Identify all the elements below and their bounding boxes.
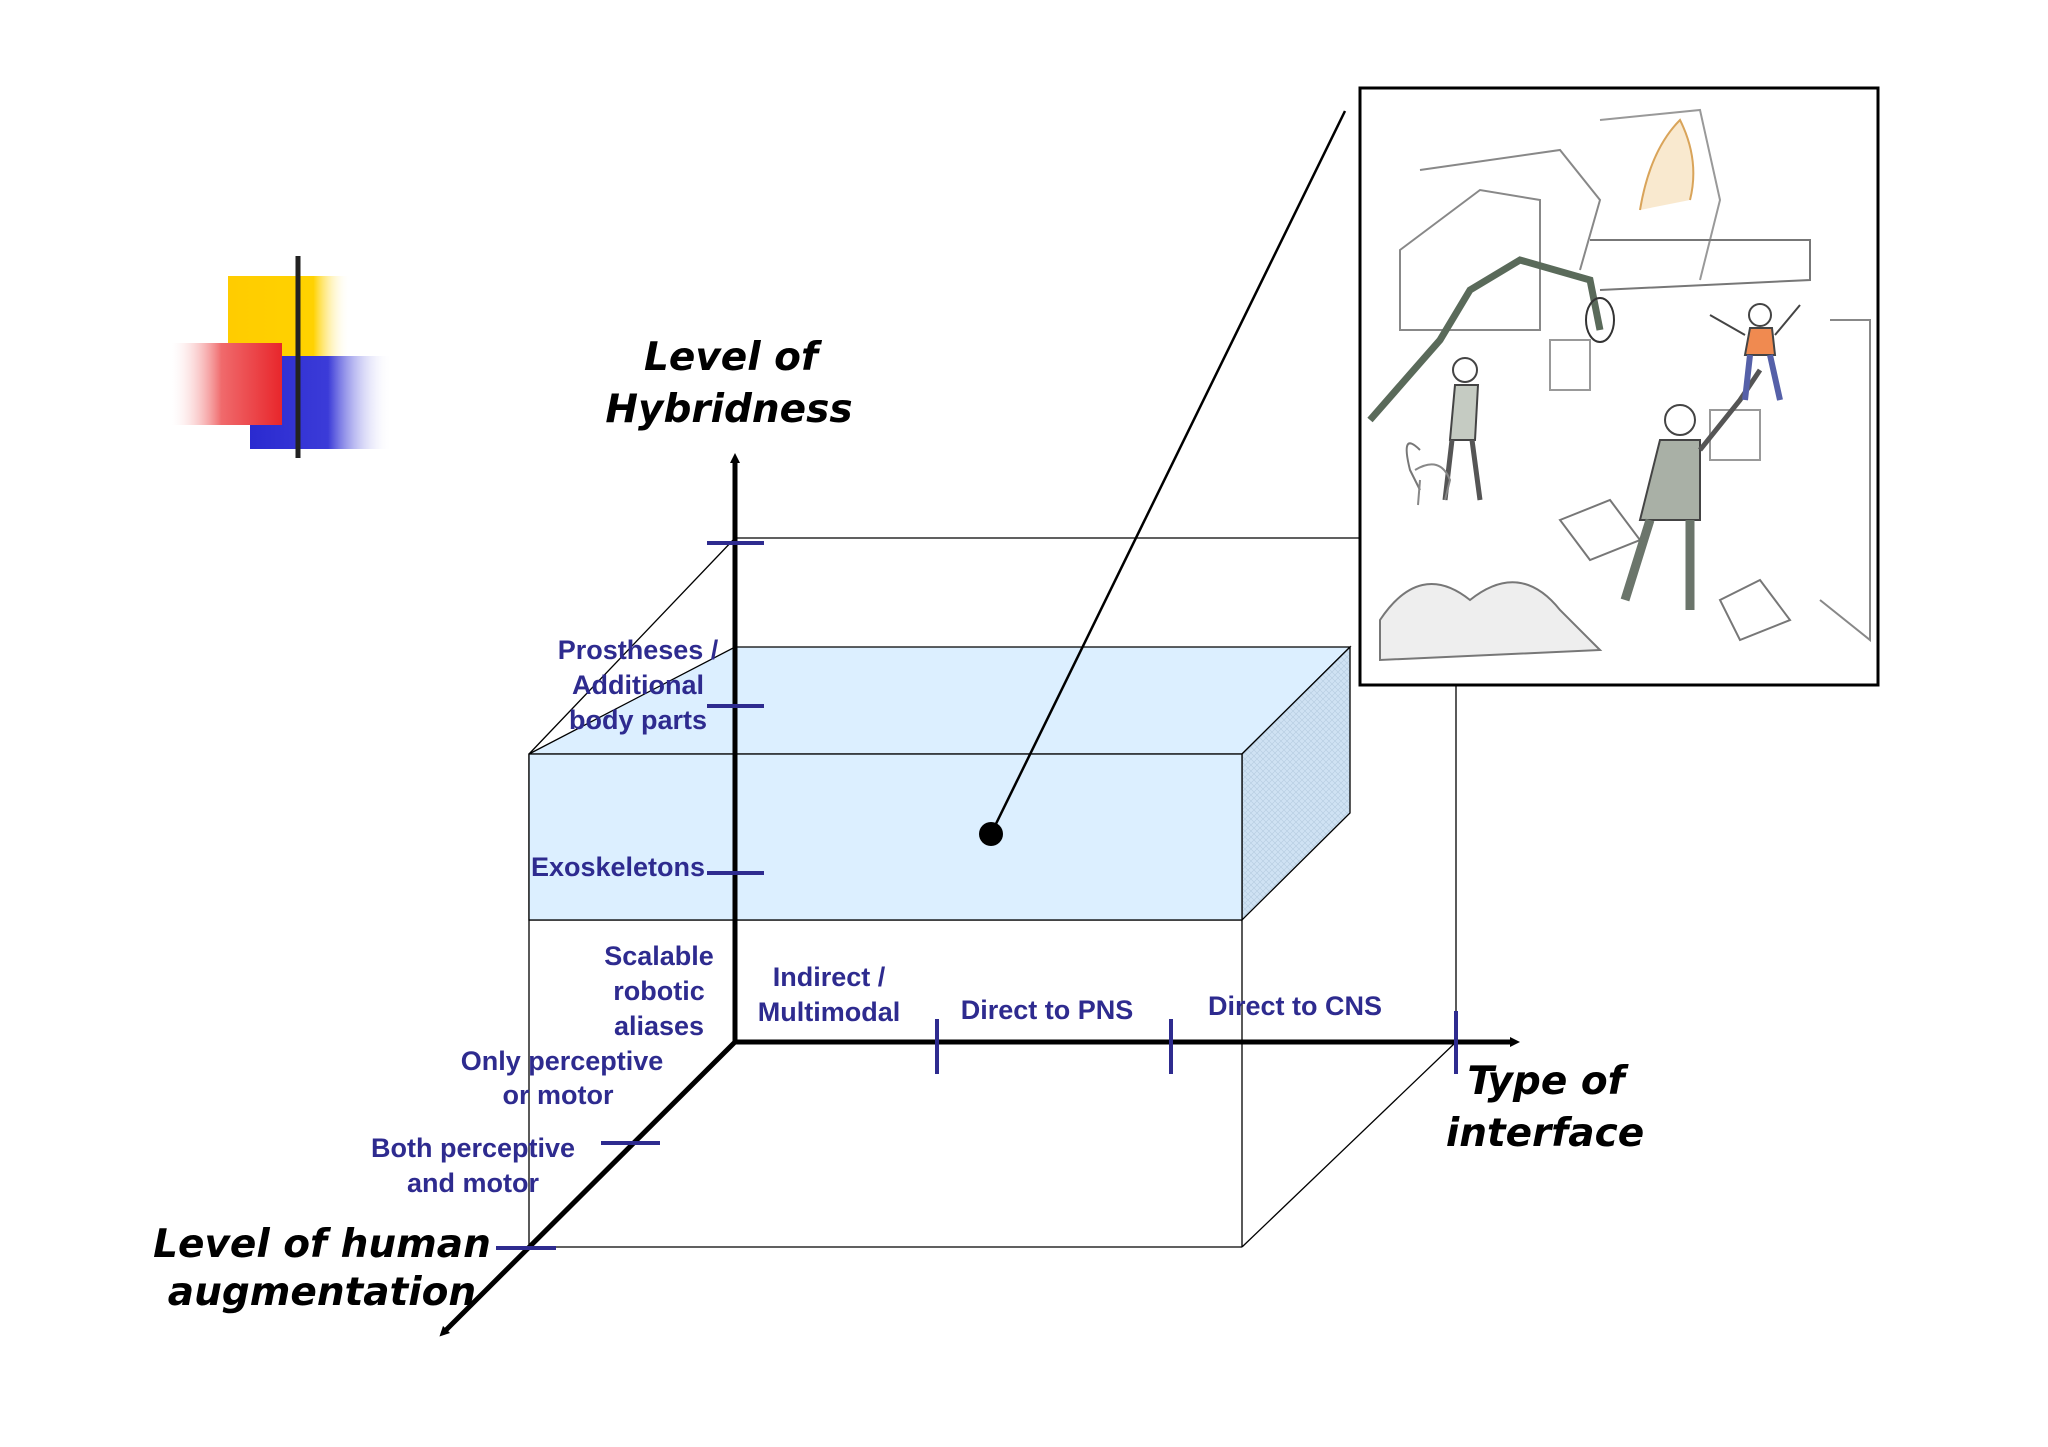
label-direct-cns: Direct to CNS — [1208, 991, 1382, 1021]
hybrid-volume-box — [528, 645, 1352, 922]
depth-axis — [439, 1040, 737, 1337]
label-indirect-line1: Indirect / — [773, 962, 886, 992]
slide-logo — [172, 256, 585, 458]
label-prostheses-line3: body parts — [569, 705, 707, 735]
label-only-line2: or motor — [503, 1080, 614, 1110]
axes — [439, 453, 1520, 1337]
label-only-line1: Only perceptive — [461, 1046, 664, 1076]
illustration-panel — [1358, 86, 1880, 687]
label-prostheses-line2: Additional — [572, 670, 704, 700]
label-indirect-line2: Multimodal — [758, 997, 901, 1027]
rescue-robot-illustration-icon — [1367, 108, 1871, 662]
callout-dot — [979, 822, 1003, 846]
label-scalable-line2: robotic — [613, 976, 705, 1006]
vertical-axis-title-line2: Hybridness — [605, 387, 852, 432]
label-scalable-line3: aliases — [614, 1011, 704, 1041]
label-both-line1: Both perceptive — [371, 1133, 575, 1163]
label-both-line2: and motor — [407, 1168, 539, 1198]
horizontal-axis-title-line2: interface — [1446, 1111, 1644, 1156]
label-scalable-line1: Scalable — [604, 941, 714, 971]
depth-axis-title-line2: augmentation — [168, 1270, 476, 1315]
label-direct-pns: Direct to PNS — [961, 995, 1134, 1025]
axis-ticks — [496, 541, 1458, 1250]
label-exoskeletons: Exoskeletons — [531, 852, 705, 882]
depth-axis-title-line1: Level of human — [153, 1222, 491, 1267]
horizontal-axis-title-line1: Type of — [1467, 1059, 1629, 1104]
label-prostheses-line1: Prostheses / — [558, 635, 719, 665]
callout-line — [989, 110, 1347, 835]
vertical-axis-title-line1: Level of — [644, 335, 823, 380]
